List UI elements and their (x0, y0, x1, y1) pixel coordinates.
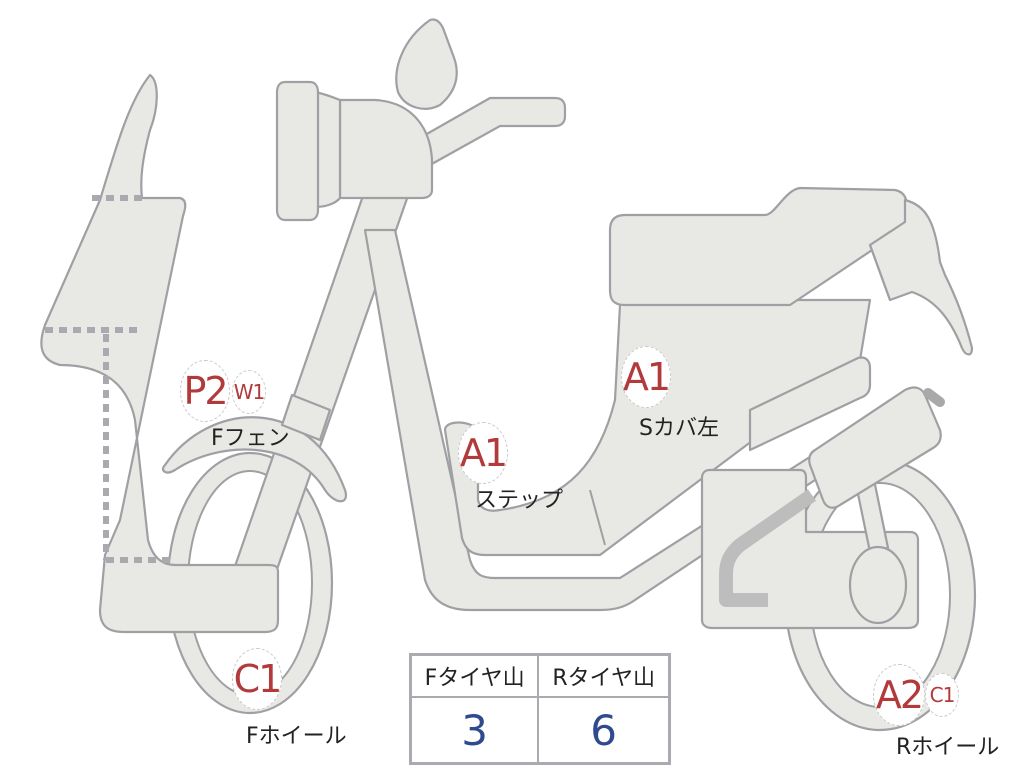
leg-shield-shape (40, 73, 280, 634)
rear-cowl-shape (868, 198, 974, 356)
damage-code-badge[interactable]: A1 (621, 346, 671, 408)
damage-code-badge[interactable]: C1 (925, 673, 959, 717)
rear-tread-value: 6 (537, 696, 671, 765)
part-label-rear-wheel[interactable]: Rホイール (896, 735, 1000, 760)
tire-tread-table: Fタイヤ山 Rタイヤ山 3 6 (409, 653, 671, 765)
headlight-shape (275, 80, 320, 222)
handlebar-shape (423, 96, 567, 167)
part-label-front-wheel[interactable]: Fホイール (246, 724, 347, 749)
part-label-step[interactable]: ステップ (475, 488, 564, 513)
damage-code-badge[interactable]: A2 (873, 664, 925, 726)
damage-code-badge[interactable]: C1 (232, 648, 282, 710)
part-label-side-cover-left[interactable]: Sカバ左 (639, 416, 719, 441)
front-tread-value: 3 (409, 696, 540, 765)
windscreen-shape (395, 18, 458, 110)
front-tread-header: Fタイヤ山 (409, 653, 540, 698)
headlight-housing-shape (338, 98, 434, 200)
rear-tread-header: Rタイヤ山 (537, 653, 671, 698)
damage-code-badge[interactable]: W1 (232, 370, 266, 414)
part-label-front-fender[interactable]: Fフェン (211, 426, 290, 451)
damage-code-badge[interactable]: A1 (458, 422, 508, 484)
front-fender-shape (161, 416, 348, 503)
seat-shape (608, 186, 909, 307)
damage-code-badge[interactable]: P2 (180, 360, 230, 422)
